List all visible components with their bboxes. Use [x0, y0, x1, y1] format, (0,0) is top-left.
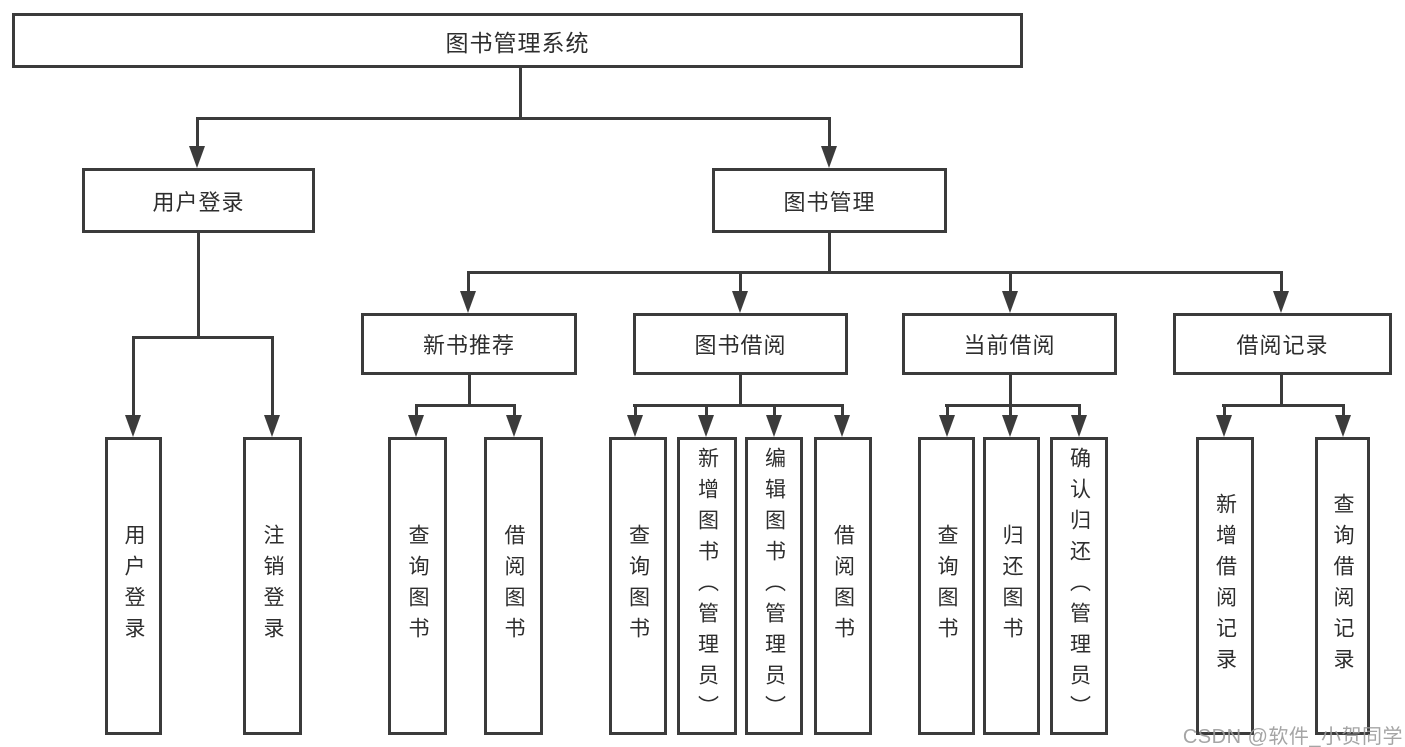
- node-label: 查询借阅记录: [1331, 493, 1354, 679]
- node-label: 新书推荐: [422, 333, 515, 358]
- node-label: 注销登录: [261, 524, 284, 648]
- node-label: 查询图书: [406, 524, 429, 648]
- node-query-books-3: 查询图书: [918, 437, 975, 735]
- connector-line: [415, 404, 516, 407]
- arrow-down-icon: [1002, 415, 1018, 437]
- connector-line: [1009, 271, 1012, 293]
- csdn-watermark: CSDN @软件_小贺同学: [1182, 726, 1403, 747]
- arrow-down-icon: [264, 415, 280, 437]
- arrow-down-icon: [766, 415, 782, 437]
- node-label: 用户登录: [122, 524, 145, 648]
- connector-line: [1223, 404, 1226, 416]
- node-borrowing-records: 借阅记录: [1173, 313, 1392, 375]
- connector-line: [467, 271, 1282, 274]
- arrow-down-icon: [460, 291, 476, 313]
- arrow-down-icon: [1216, 415, 1232, 437]
- node-label: 新增图书（管理员）: [695, 446, 719, 726]
- connector-line: [841, 404, 844, 416]
- connector-line: [468, 375, 471, 406]
- connector-line: [705, 404, 708, 416]
- node-book-management: 图书管理: [712, 168, 947, 233]
- node-label: 归还图书: [1000, 524, 1023, 648]
- node-query-books-2: 查询图书: [609, 437, 667, 735]
- connector-line: [1009, 404, 1012, 416]
- connector-line: [196, 117, 199, 148]
- node-add-borrow-record: 新增借阅记录: [1196, 437, 1254, 735]
- arrow-down-icon: [939, 415, 955, 437]
- connector-line: [828, 117, 831, 148]
- connector-line: [196, 117, 831, 120]
- node-edit-books-admin: 编辑图书（管理员）: [745, 437, 803, 735]
- node-return-books: 归还图书: [983, 437, 1040, 735]
- connector-line: [1342, 404, 1345, 416]
- node-current-borrowing: 当前借阅: [902, 313, 1117, 375]
- node-label: 借阅图书: [502, 524, 525, 648]
- node-label: 图书借阅: [694, 333, 787, 358]
- arrow-down-icon: [834, 415, 850, 437]
- arrow-down-icon: [125, 415, 141, 437]
- arrow-down-icon: [1071, 415, 1087, 437]
- node-library-management-system: 图书管理系统: [12, 13, 1023, 68]
- connector-line: [271, 336, 274, 416]
- arrow-down-icon: [1002, 291, 1018, 313]
- node-label: 图书管理: [783, 189, 876, 215]
- connector-line: [946, 404, 949, 416]
- connector-line: [828, 233, 831, 273]
- node-label: 借阅图书: [831, 524, 855, 648]
- connector-line: [1222, 404, 1345, 407]
- node-label: 用户登录: [152, 189, 245, 215]
- node-label: 编辑图书（管理员）: [762, 446, 786, 726]
- connector-line: [1009, 375, 1012, 406]
- node-label: 图书管理系统: [445, 29, 590, 56]
- arrow-down-icon: [189, 146, 205, 168]
- connector-line: [739, 271, 742, 293]
- arrow-down-icon: [1335, 415, 1351, 437]
- node-label: 确认归还（管理员）: [1067, 446, 1091, 726]
- node-add-books-admin: 新增图书（管理员）: [677, 437, 737, 735]
- connector-line: [633, 404, 844, 407]
- connector-line: [1280, 271, 1283, 293]
- arrow-down-icon: [408, 415, 424, 437]
- node-user-login: 用户登录: [82, 168, 315, 233]
- connector-line: [513, 404, 516, 416]
- node-query-borrow-record: 查询借阅记录: [1315, 437, 1370, 735]
- node-new-book-recommend: 新书推荐: [361, 313, 577, 375]
- node-label: 新增借阅记录: [1213, 493, 1237, 679]
- connector-line: [634, 404, 637, 416]
- node-label: 查询图书: [626, 524, 650, 648]
- node-label: 当前借阅: [963, 333, 1056, 358]
- node-label: 查询图书: [935, 524, 958, 648]
- connector-line: [415, 404, 418, 416]
- arrow-down-icon: [698, 415, 714, 437]
- node-borrow-books-2: 借阅图书: [814, 437, 872, 735]
- node-borrow-books-1: 借阅图书: [484, 437, 543, 735]
- connector-line: [132, 336, 135, 416]
- connector-line: [945, 404, 1081, 407]
- connector-line: [132, 336, 274, 339]
- arrow-down-icon: [732, 291, 748, 313]
- arrow-down-icon: [627, 415, 643, 437]
- node-book-borrowing: 图书借阅: [633, 313, 848, 375]
- arrow-down-icon: [1273, 291, 1289, 313]
- connector-line: [1280, 375, 1283, 406]
- connector-line: [197, 233, 200, 337]
- arrow-down-icon: [506, 415, 522, 437]
- connector-line: [739, 375, 742, 406]
- node-confirm-return-admin: 确认归还（管理员）: [1050, 437, 1108, 735]
- node-label: 借阅记录: [1236, 333, 1329, 358]
- connector-line: [773, 404, 776, 416]
- connector-line: [519, 68, 522, 118]
- node-user-login-leaf: 用户登录: [105, 437, 162, 735]
- node-query-books-1: 查询图书: [388, 437, 447, 735]
- connector-line: [467, 271, 470, 293]
- arrow-down-icon: [821, 146, 837, 168]
- node-logout-login: 注销登录: [243, 437, 302, 735]
- connector-line: [1078, 404, 1081, 416]
